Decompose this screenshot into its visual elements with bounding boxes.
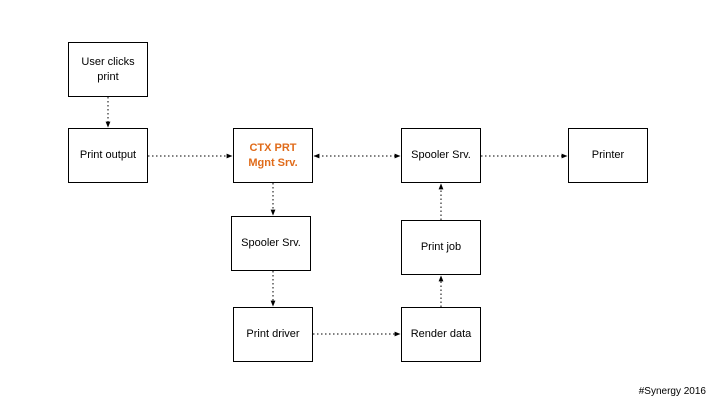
node-label: Print output [79, 149, 137, 161]
node-label: CTX PRT Mgnt Srv. [248, 141, 298, 169]
node-label: Printer [591, 149, 625, 161]
node-print-job: Print job [401, 220, 481, 275]
node-spooler-srv-top: Spooler Srv. [401, 128, 481, 183]
node-spooler-srv-mid: Spooler Srv. [231, 216, 311, 271]
node-ctx-prt-mgnt-srv: CTX PRT Mgnt Srv. [233, 128, 313, 183]
node-printer: Printer [568, 128, 648, 183]
node-render-data: Render data [401, 307, 481, 362]
node-label: User clicks print [81, 55, 135, 83]
node-label: Spooler Srv. [411, 149, 471, 161]
node-label: Print job [420, 241, 462, 253]
node-print-driver: Print driver [233, 307, 313, 362]
node-user-clicks-print: User clicks print [68, 42, 148, 97]
node-print-output: Print output [68, 128, 148, 183]
node-label: Print driver [246, 328, 300, 340]
footer-hashtag: #Synergy 2016 [638, 386, 706, 397]
node-label: Spooler Srv. [241, 237, 301, 249]
node-label: Render data [410, 328, 472, 340]
